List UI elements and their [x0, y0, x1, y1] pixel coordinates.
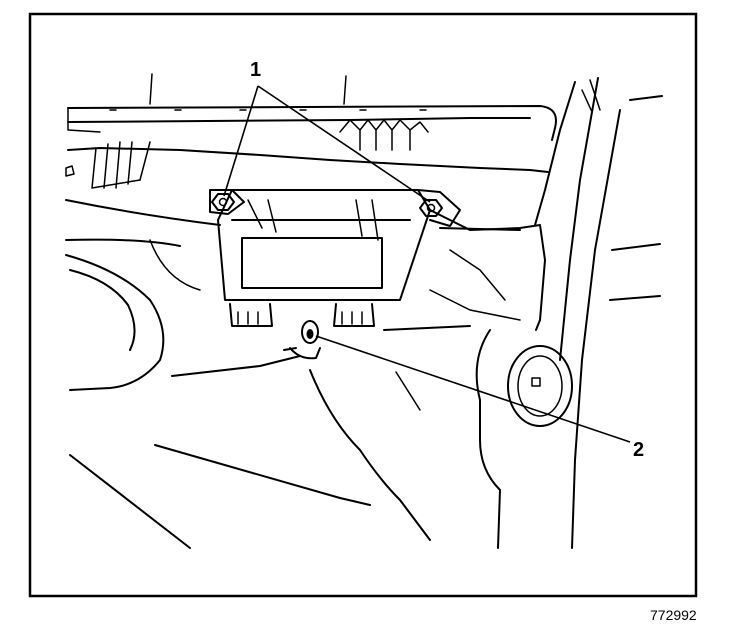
callout-label-1: 1 — [250, 59, 261, 81]
callout-label-2: 2 — [633, 439, 644, 461]
module-assembly — [209, 189, 546, 331]
callout-2-leader — [315, 335, 631, 443]
door-handle — [507, 345, 573, 427]
lower-dash — [65, 199, 521, 549]
mounting-nut-right — [419, 199, 443, 217]
right-pillar — [475, 77, 663, 549]
callout-1-leaders — [223, 85, 431, 203]
upper-dash-trim — [65, 73, 557, 189]
lower-fastener — [283, 320, 321, 360]
figure-number: 772992 — [650, 607, 697, 623]
mounting-nut-left — [211, 193, 235, 211]
diagram-frame — [28, 12, 698, 598]
